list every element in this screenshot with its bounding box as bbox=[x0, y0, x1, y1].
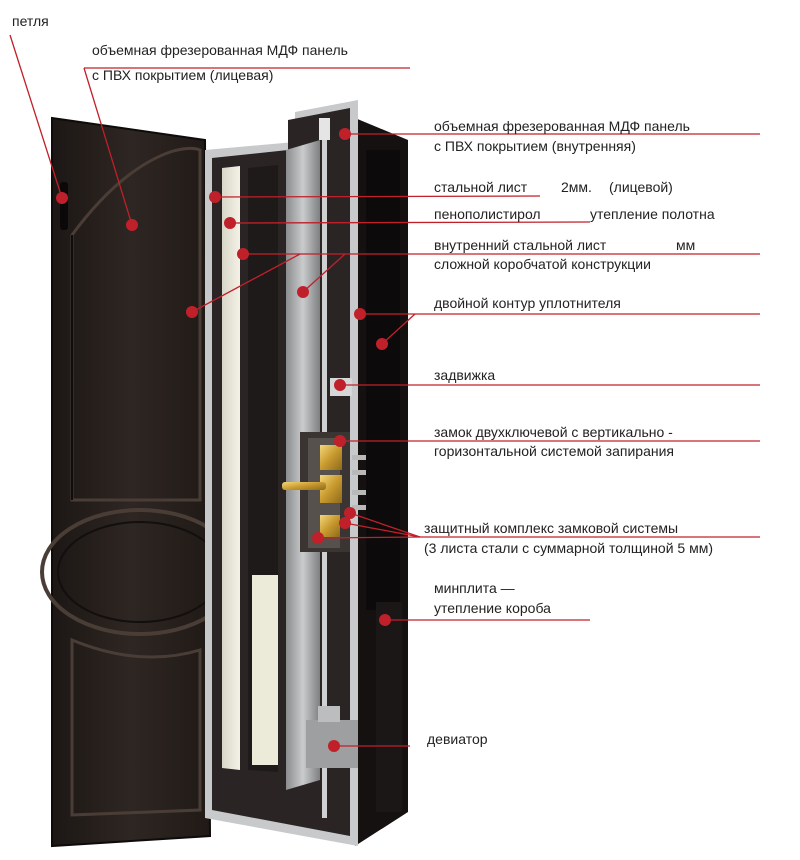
label-steel-front-b: 2мм. bbox=[561, 179, 592, 196]
label-seal: двойной контур уплотнителя bbox=[434, 295, 621, 312]
label-lock-line2: горизонтальной системой запирания bbox=[434, 443, 674, 460]
door-frame bbox=[355, 118, 408, 846]
label-inner-steel-line2: сложной коробчатой конструкции bbox=[434, 256, 651, 273]
label-minplita-line1: минплита — bbox=[434, 580, 515, 597]
label-mdf-inner-line1: объемная фрезерованная МДФ панель bbox=[434, 118, 690, 135]
label-lock-line1: замок двухключевой с вертикально - bbox=[434, 424, 673, 441]
label-mdf-front-line1: объемная фрезерованная МДФ панель bbox=[92, 42, 348, 59]
label-hinge: петля bbox=[12, 13, 49, 30]
label-mdf-front-line2: с ПВХ покрытием (лицевая) bbox=[92, 67, 273, 84]
label-foam-a: пенополистирол bbox=[434, 206, 541, 223]
label-steel-front-c: (лицевой) bbox=[609, 179, 673, 196]
label-foam-b: утепление полотна bbox=[590, 206, 715, 223]
door-section bbox=[205, 100, 366, 846]
label-protect-line2: (3 листа стали с суммарной толщиной 5 мм… bbox=[424, 540, 713, 557]
label-minplita-line2: утепление короба bbox=[434, 600, 551, 617]
label-inner-steel-b: мм bbox=[676, 237, 695, 254]
label-steel-front-a: стальной лист bbox=[434, 179, 527, 196]
label-latch: задвижка bbox=[434, 367, 495, 384]
label-protect-line1: защитный комплекс замковой системы bbox=[424, 520, 678, 537]
label-mdf-inner-line2: с ПВХ покрытием (внутренняя) bbox=[434, 138, 636, 155]
label-deviator: девиатор bbox=[427, 731, 488, 748]
label-inner-steel-a: внутренний стальной лист bbox=[434, 237, 606, 254]
